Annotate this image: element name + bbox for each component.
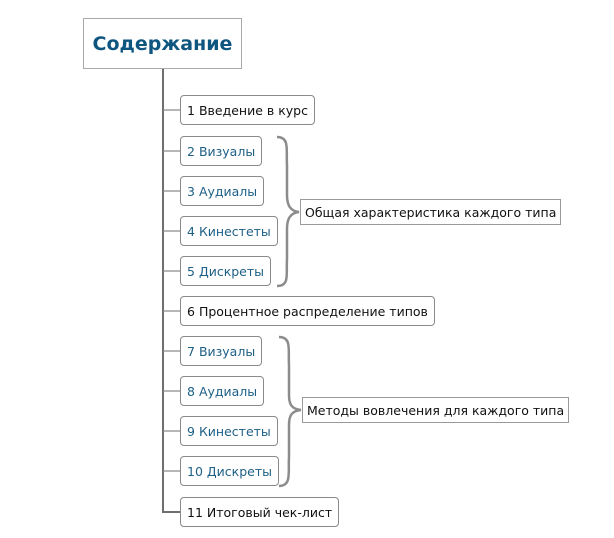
topic-number: 9 (187, 423, 195, 439)
topic-10[interactable]: 10 Дискреты (180, 456, 279, 486)
brace-1 (276, 135, 300, 288)
topic-number: 10 (187, 463, 203, 479)
topic-number: 2 (187, 143, 195, 159)
topic-8[interactable]: 8 Аудиалы (180, 376, 265, 406)
topic-label: Аудиалы (198, 183, 258, 199)
topic-label: Кинестеты (198, 423, 271, 439)
topic-number: 1 (187, 102, 195, 118)
topic-5[interactable]: 5 Дискреты (180, 256, 272, 286)
topic-11[interactable]: 11 Итоговый чек-лист (180, 497, 340, 527)
topic-1[interactable]: 1 Введение в курс (180, 95, 315, 125)
topic-number: 4 (187, 223, 195, 239)
topic-label: Дискреты (206, 463, 272, 479)
topic-label: Визуалы (198, 343, 256, 359)
topic-number: 3 (187, 183, 195, 199)
topic-6[interactable]: 6 Процентное распределение типов (180, 296, 435, 326)
topic-number: 11 (187, 504, 203, 520)
topic-label: Процентное распределение типов (198, 303, 428, 319)
topic-4[interactable]: 4 Кинестеты (180, 216, 278, 246)
topic-number: 8 (187, 383, 195, 399)
topic-2[interactable]: 2 Визуалы (180, 136, 263, 166)
summary-label-2[interactable]: Методы вовлечения для каждого типа (302, 397, 570, 423)
topic-3[interactable]: 3 Аудиалы (180, 176, 265, 206)
topic-label: Аудиалы (198, 383, 258, 399)
topic-number: 6 (187, 303, 195, 319)
central-topic[interactable]: Содержание (83, 18, 242, 69)
brace-2 (278, 335, 302, 488)
topic-label: Дискреты (198, 263, 265, 279)
topic-number: 7 (187, 343, 195, 359)
topic-label: Итоговый чек-лист (206, 504, 333, 520)
topic-number: 5 (187, 263, 195, 279)
topic-7[interactable]: 7 Визуалы (180, 336, 263, 366)
summary-label-1[interactable]: Общая характеристика каждого типа (300, 199, 562, 225)
topic-label: Введение в курс (198, 102, 308, 118)
topic-9[interactable]: 9 Кинестеты (180, 416, 278, 446)
topic-label: Визуалы (198, 143, 256, 159)
topic-label: Кинестеты (198, 223, 271, 239)
